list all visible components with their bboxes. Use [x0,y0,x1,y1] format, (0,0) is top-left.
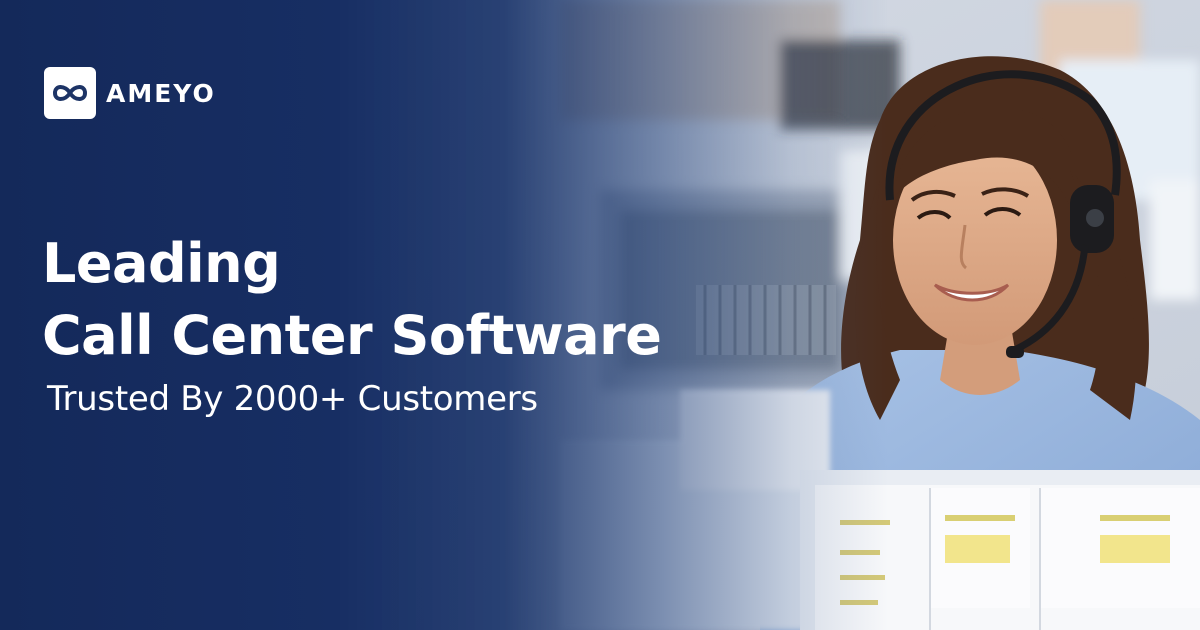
brand-name: AMEYO [106,78,216,108]
headline-line2: Call Center Software [42,304,662,367]
headline-block: Leading Call Center Software Trusted By … [42,228,662,424]
logo-mark [44,67,96,119]
infinity-icon [52,85,88,101]
headline-subline: Trusted By 2000+ Customers [47,379,538,419]
headline-line1: Leading [42,232,281,295]
brand-logo[interactable]: AMEYO [44,67,216,119]
